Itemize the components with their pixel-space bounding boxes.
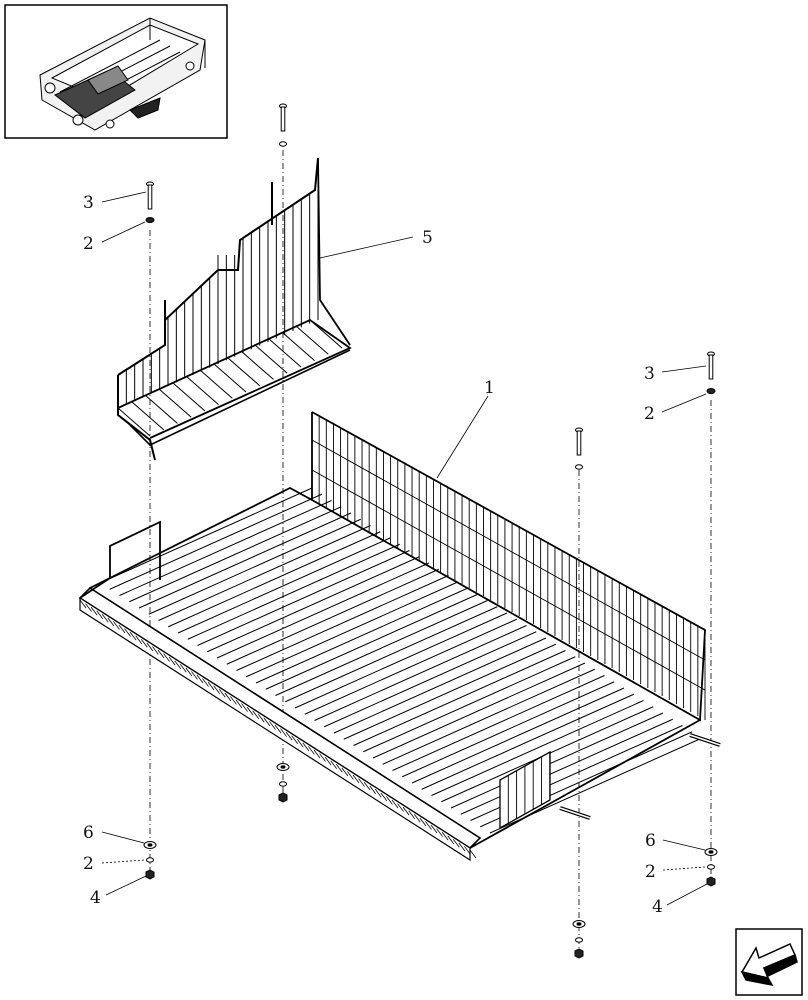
- callout-1: 1: [484, 378, 495, 398]
- bolt-icon: [279, 103, 287, 132]
- callout-labels: 3 2 5 1 3 2 6 2 4 6 2 4: [83, 193, 663, 917]
- upper-basket-part-5: [117, 157, 352, 461]
- back-arrow-icon: [740, 943, 798, 987]
- callout-6-left: 6: [83, 823, 94, 843]
- thumbnail-inset[interactable]: [4, 4, 228, 139]
- nut-icon: [706, 876, 716, 887]
- bolt-icon: [707, 351, 715, 380]
- leader-lines: [101, 191, 708, 906]
- washer-icon: [279, 141, 287, 147]
- callout-2-left-lower: 2: [83, 854, 94, 874]
- washer-icon: [276, 763, 290, 771]
- callout-4-right: 4: [652, 897, 663, 917]
- washer-icon: [707, 864, 715, 870]
- washer-icon: [143, 841, 157, 849]
- machine-overview-icon: [39, 17, 206, 131]
- washer-icon: [704, 848, 718, 856]
- callout-3-left: 3: [83, 193, 94, 213]
- centerlines: [149, 150, 712, 955]
- washer-icon: [146, 857, 154, 863]
- nut-icon: [278, 792, 288, 803]
- washer-icon: [572, 920, 586, 928]
- callout-4-left: 4: [90, 888, 101, 908]
- nut-icon: [574, 948, 584, 959]
- callout-6-right: 6: [645, 831, 656, 851]
- callout-2-right: 2: [644, 404, 655, 424]
- washer-icon: [279, 781, 287, 787]
- back-arrow-button[interactable]: [735, 928, 803, 996]
- washer-icon: [575, 464, 583, 470]
- nut-icon: [145, 869, 155, 880]
- bolt-icon: [146, 181, 154, 210]
- callout-2-right-lower: 2: [645, 862, 656, 882]
- callout-2-left: 2: [83, 234, 94, 254]
- callout-3-right: 3: [644, 364, 655, 384]
- lower-basket-part-1: [78, 411, 721, 862]
- washer-icon: [145, 217, 155, 223]
- washer-icon: [575, 937, 583, 943]
- washer-icon: [706, 388, 716, 394]
- hardware: [143, 103, 718, 959]
- callout-5: 5: [422, 228, 433, 248]
- bolt-icon: [575, 427, 583, 456]
